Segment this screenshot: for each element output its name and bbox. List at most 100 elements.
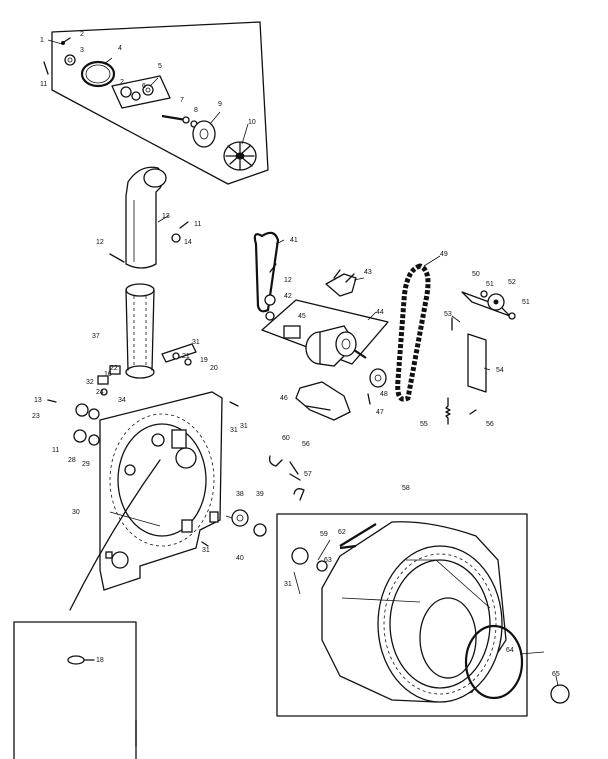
screw-part bbox=[43, 61, 49, 75]
label-8: 8 bbox=[194, 107, 198, 114]
rear-bulkhead-ring bbox=[550, 684, 570, 704]
label-60: 60 bbox=[282, 435, 290, 442]
label-56a: 56 bbox=[486, 421, 494, 428]
label-41: 41 bbox=[290, 237, 298, 244]
label-9: 9 bbox=[218, 101, 222, 108]
motor-pulley-48 bbox=[369, 368, 387, 388]
idler-ring-part bbox=[80, 60, 116, 88]
idler-shaft-part bbox=[161, 114, 198, 128]
label-23: 23 bbox=[32, 413, 40, 420]
label-39: 39 bbox=[256, 491, 264, 498]
screw-47 bbox=[367, 393, 371, 405]
idler-arm-part bbox=[451, 290, 516, 393]
label-11c: 11 bbox=[52, 447, 59, 454]
motor-panel bbox=[261, 299, 389, 367]
label-1: 1 bbox=[40, 37, 44, 44]
drum-roller-part bbox=[291, 547, 328, 572]
blower-wheel-part bbox=[223, 141, 257, 171]
idler-spring-part bbox=[445, 397, 477, 425]
motor-bracket-part bbox=[325, 269, 357, 297]
label-56b: 56 bbox=[302, 441, 310, 448]
label-29: 29 bbox=[82, 461, 90, 468]
power-cord-part bbox=[69, 459, 161, 611]
label-49: 49 bbox=[440, 251, 448, 258]
label-31e: 31 bbox=[230, 427, 238, 434]
idler-pulley-part bbox=[192, 120, 216, 148]
duct-screw-part bbox=[171, 221, 189, 243]
label-11a: 11 bbox=[40, 81, 47, 88]
label-10: 10 bbox=[248, 119, 256, 126]
label-52: 52 bbox=[508, 279, 516, 286]
label-18: 18 bbox=[96, 657, 104, 664]
label-13b: 13 bbox=[34, 397, 42, 404]
thermostat-part bbox=[47, 399, 100, 446]
rear-bolts bbox=[201, 401, 239, 547]
part-labels: 1 2 3 4 11 5 6 2 7 8 9 10 13 11 14 12 37… bbox=[32, 31, 560, 678]
label-45: 45 bbox=[298, 313, 306, 320]
rear-bulkhead-part bbox=[99, 391, 223, 591]
label-2b: 2 bbox=[120, 79, 124, 86]
label-57: 57 bbox=[304, 471, 312, 478]
label-59: 59 bbox=[320, 531, 328, 538]
label-51b: 51 bbox=[522, 299, 530, 306]
label-22: 22 bbox=[110, 365, 118, 372]
label-6: 6 bbox=[142, 83, 146, 90]
label-28: 28 bbox=[68, 457, 76, 464]
nut-part bbox=[64, 54, 76, 66]
label-50: 50 bbox=[472, 271, 480, 278]
idler-assembly-panel bbox=[43, 21, 269, 185]
label-20: 20 bbox=[210, 365, 218, 372]
label-48: 48 bbox=[380, 391, 388, 398]
label-19: 19 bbox=[200, 357, 208, 364]
label-37: 37 bbox=[92, 333, 100, 340]
label-7: 7 bbox=[180, 97, 184, 104]
label-54: 54 bbox=[496, 367, 504, 374]
label-43: 43 bbox=[364, 269, 372, 276]
label-58: 58 bbox=[402, 485, 410, 492]
label-38: 38 bbox=[236, 491, 244, 498]
label-12b: 12 bbox=[284, 277, 292, 284]
label-47: 47 bbox=[376, 409, 384, 416]
label-55: 55 bbox=[420, 421, 428, 428]
label-24: 24 bbox=[96, 389, 104, 396]
label-42: 42 bbox=[284, 293, 292, 300]
drum-belt-part bbox=[395, 263, 431, 402]
motor-belt-part bbox=[253, 231, 280, 313]
drum-seal-part bbox=[464, 624, 524, 700]
label-21: 21 bbox=[182, 353, 190, 360]
label-31c: 31 bbox=[202, 547, 210, 554]
label-14: 14 bbox=[184, 239, 192, 246]
duct-clamp-part bbox=[109, 253, 125, 263]
label-3: 3 bbox=[80, 47, 84, 54]
bolt-part bbox=[61, 37, 71, 45]
label-31a: 31 bbox=[192, 339, 200, 346]
label-44: 44 bbox=[376, 309, 384, 316]
switch-bracket-part bbox=[161, 343, 197, 366]
label-65: 65 bbox=[552, 671, 560, 678]
label-46: 46 bbox=[280, 395, 288, 402]
door-switch-part bbox=[268, 455, 283, 467]
label-30: 30 bbox=[72, 509, 80, 516]
label-31d: 31 bbox=[284, 581, 292, 588]
bearing-kit-part bbox=[111, 75, 171, 109]
drum-part bbox=[321, 521, 507, 703]
terminal-block-part bbox=[97, 365, 121, 396]
junction-box-part bbox=[13, 621, 137, 759]
label-2a: 2 bbox=[80, 31, 84, 38]
label-12a: 12 bbox=[96, 239, 104, 246]
label-11b: 11 bbox=[194, 221, 201, 228]
hinge-part bbox=[293, 488, 305, 501]
drum-panel bbox=[276, 513, 528, 717]
motor-pulley-part bbox=[264, 263, 277, 321]
drum-bearing-part bbox=[225, 509, 267, 537]
label-5: 5 bbox=[158, 63, 162, 70]
drive-motor-part bbox=[305, 325, 367, 367]
label-63: 63 bbox=[324, 557, 332, 564]
lint-duct-part bbox=[125, 283, 155, 379]
harness-clip-part bbox=[289, 461, 301, 481]
drum-baffle-part bbox=[339, 544, 357, 550]
label-13a: 13 bbox=[162, 213, 170, 220]
label-62: 62 bbox=[338, 529, 346, 536]
label-64: 64 bbox=[506, 647, 514, 654]
